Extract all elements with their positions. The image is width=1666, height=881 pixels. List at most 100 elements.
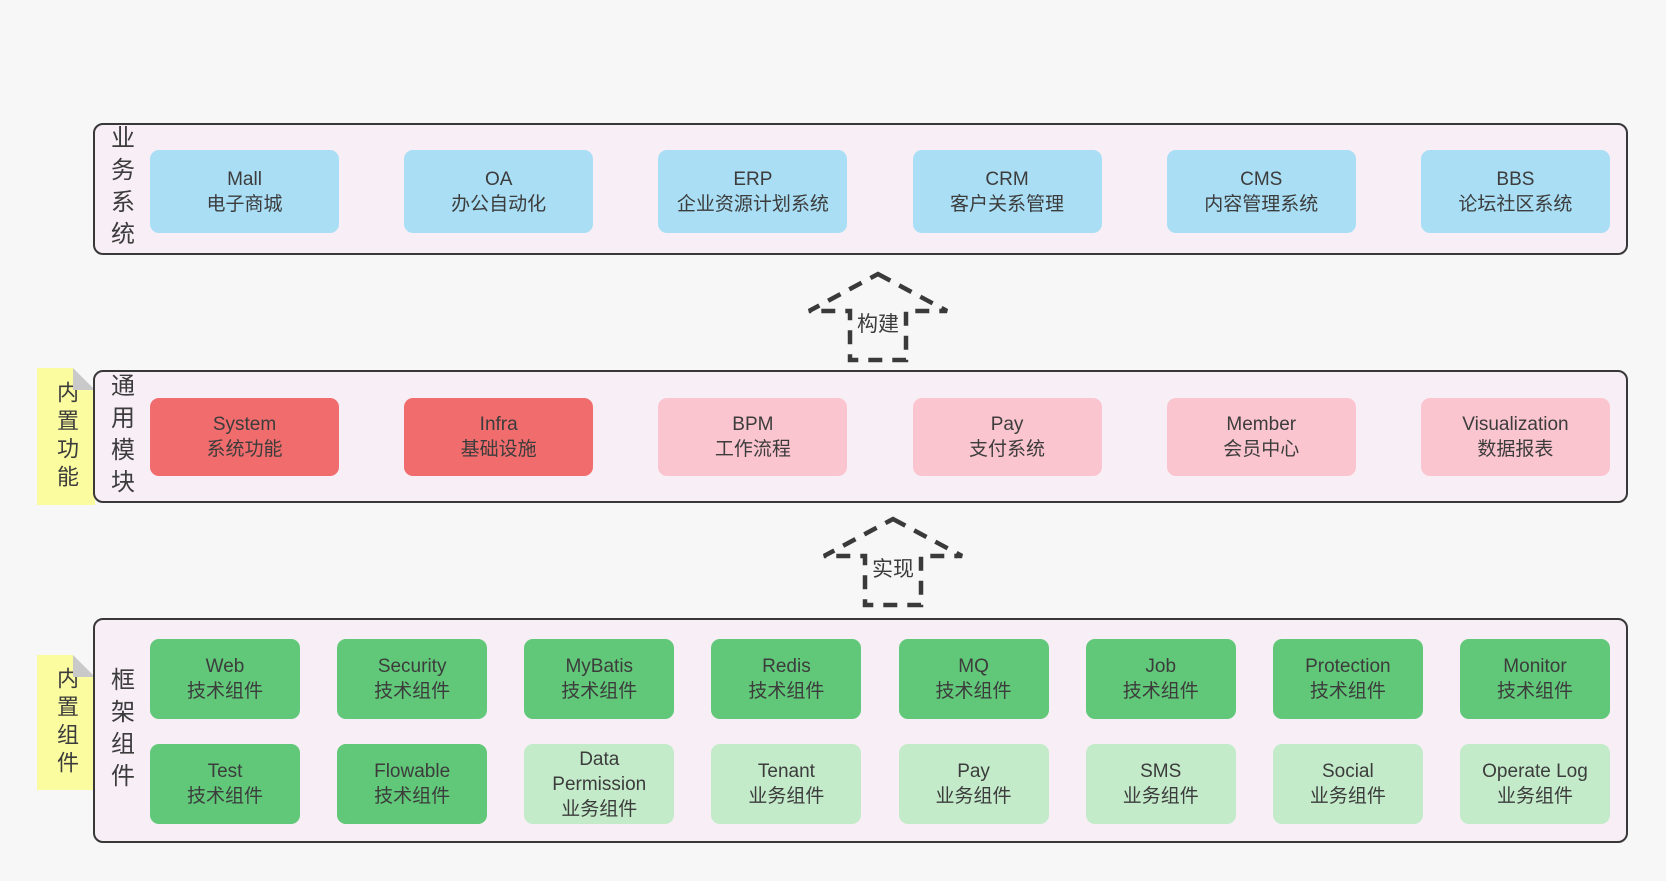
box-mybatis-name: MyBatis (565, 656, 634, 677)
box-visualization-desc: 数据报表 (1477, 439, 1554, 460)
box-mq-name: MQ (958, 656, 989, 677)
box-bpm: BPM 工作流程 (658, 398, 848, 476)
framework-row-2: Test 技术组件 Flowable 技术组件 Data Permission … (150, 744, 1610, 824)
box-pay-component-desc: 业务组件 (935, 786, 1012, 807)
box-member-name: Member (1226, 414, 1297, 435)
box-oa: OA 办公自动化 (404, 150, 594, 233)
box-tenant-desc: 业务组件 (748, 786, 825, 807)
box-test: Test 技术组件 (150, 744, 300, 824)
box-tenant-name: Tenant (757, 761, 815, 782)
box-protection: Protection 技术组件 (1272, 639, 1423, 719)
box-redis: Redis 技术组件 (711, 639, 862, 719)
box-test-desc: 技术组件 (186, 786, 263, 807)
box-social-desc: 业务组件 (1309, 786, 1386, 807)
layer-framework-label: 框架组件 (103, 620, 137, 841)
box-flowable: Flowable 技术组件 (337, 744, 488, 824)
box-member-desc: 会员中心 (1223, 439, 1300, 460)
layer-framework-components: 框架组件 Web 技术组件 Security 技术组件 MyBatis 技术组件… (93, 618, 1628, 843)
box-tenant: Tenant 业务组件 (711, 744, 862, 824)
box-social-name: Social (1321, 761, 1374, 782)
layer-business-label-text: 业务系统 (106, 125, 134, 253)
modules-boxes-row: System 系统功能 Infra 基础设施 BPM 工作流程 Pay 支付系统… (150, 398, 1610, 476)
box-web-name: Web (205, 656, 245, 677)
arrow-build-label: 构建 (854, 313, 902, 337)
box-pay-desc: 支付系统 (969, 439, 1046, 460)
box-sms-name: SMS (1140, 761, 1182, 782)
sticky-built-in-features-text: 内置功能 (54, 380, 79, 493)
box-system: System 系统功能 (150, 398, 339, 476)
layer-framework-label-text: 框架组件 (106, 666, 134, 795)
box-sms: SMS 业务组件 (1085, 744, 1236, 824)
up-arrow-icon (822, 516, 964, 608)
box-security-desc: 技术组件 (374, 681, 451, 702)
box-visualization: Visualization 数据报表 (1420, 398, 1610, 476)
box-pay-component-name: Pay (957, 761, 990, 782)
box-cms-name: CMS (1240, 168, 1283, 190)
box-job-desc: 技术组件 (1122, 681, 1199, 702)
box-mq: MQ 技术组件 (898, 639, 1049, 719)
box-protection-desc: 技术组件 (1309, 681, 1386, 702)
box-infra-name: Infra (479, 414, 518, 435)
box-infra-desc: 基础设施 (460, 439, 537, 460)
box-data-permission-desc: 业务组件 (561, 798, 638, 820)
box-bpm-name: BPM (732, 414, 774, 435)
box-mall-name: Mall (227, 168, 262, 190)
sticky-built-in-features: 内置功能 (37, 368, 95, 505)
box-infra: Infra 基础设施 (404, 398, 594, 476)
box-flowable-desc: 技术组件 (374, 786, 451, 807)
sticky-built-in-components: 内置组件 (37, 655, 95, 790)
box-oa-name: OA (484, 168, 513, 190)
box-data-permission: Data Permission 业务组件 (524, 744, 675, 824)
box-data-permission-name: Data Permission (552, 748, 647, 795)
framework-row-1: Web 技术组件 Security 技术组件 MyBatis 技术组件 Redi… (150, 639, 1610, 719)
box-crm: CRM 客户关系管理 (912, 150, 1102, 233)
layer-business-systems: 业务系统 Mall 电子商城 OA 办公自动化 ERP 企业资源计划系统 CRM… (93, 123, 1628, 255)
box-erp-name: ERP (733, 168, 773, 190)
box-web: Web 技术组件 (150, 639, 300, 719)
up-arrow-icon (807, 271, 949, 363)
box-pay: Pay 支付系统 (912, 398, 1102, 476)
box-system-name: System (212, 414, 277, 435)
sticky-built-in-components-text: 内置组件 (54, 666, 79, 779)
box-oa-desc: 办公自动化 (451, 193, 547, 215)
layer-business-label: 业务系统 (103, 125, 137, 253)
box-bbs-name: BBS (1496, 168, 1535, 190)
box-test-name: Test (207, 761, 243, 782)
box-web-desc: 技术组件 (186, 681, 263, 702)
box-pay-name: Pay (990, 414, 1024, 435)
box-redis-name: Redis (762, 656, 811, 677)
box-mq-desc: 技术组件 (935, 681, 1012, 702)
box-system-desc: 系统功能 (206, 439, 283, 460)
box-monitor-desc: 技术组件 (1496, 681, 1573, 702)
box-bbs-desc: 论坛社区系统 (1458, 193, 1573, 215)
box-mybatis: MyBatis 技术组件 (524, 639, 675, 719)
box-job: Job 技术组件 (1085, 639, 1236, 719)
box-crm-name: CRM (985, 168, 1029, 190)
box-pay-component: Pay 业务组件 (898, 744, 1049, 824)
box-mall-desc: 电子商城 (206, 193, 283, 215)
box-bpm-desc: 工作流程 (714, 439, 791, 460)
arrow-implement-label: 实现 (869, 558, 917, 582)
box-crm-desc: 客户关系管理 (950, 193, 1065, 215)
box-bbs: BBS 论坛社区系统 (1420, 150, 1610, 233)
box-sms-desc: 业务组件 (1122, 786, 1199, 807)
layer-common-modules: 通用模块 System 系统功能 Infra 基础设施 BPM 工作流程 Pay… (93, 370, 1628, 503)
box-operate-log: Operate Log 业务组件 (1459, 744, 1610, 824)
box-cms: CMS 内容管理系统 (1166, 150, 1356, 233)
box-redis-desc: 技术组件 (748, 681, 825, 702)
box-monitor-name: Monitor (1503, 656, 1567, 677)
arrow-build: 构建 (806, 271, 950, 363)
box-operate-log-desc: 业务组件 (1496, 786, 1573, 807)
box-flowable-name: Flowable (374, 761, 451, 782)
box-member: Member 会员中心 (1166, 398, 1356, 476)
box-security-name: Security (377, 656, 447, 677)
box-social: Social 业务组件 (1272, 744, 1423, 824)
arrow-implement: 实现 (821, 516, 965, 608)
box-mybatis-desc: 技术组件 (561, 681, 638, 702)
box-erp: ERP 企业资源计划系统 (658, 150, 848, 233)
box-job-name: Job (1145, 656, 1177, 677)
business-boxes-row: Mall 电子商城 OA 办公自动化 ERP 企业资源计划系统 CRM 客户关系… (150, 150, 1610, 233)
box-operate-log-name: Operate Log (1482, 761, 1588, 782)
box-monitor: Monitor 技术组件 (1459, 639, 1610, 719)
box-mall: Mall 电子商城 (150, 150, 339, 233)
